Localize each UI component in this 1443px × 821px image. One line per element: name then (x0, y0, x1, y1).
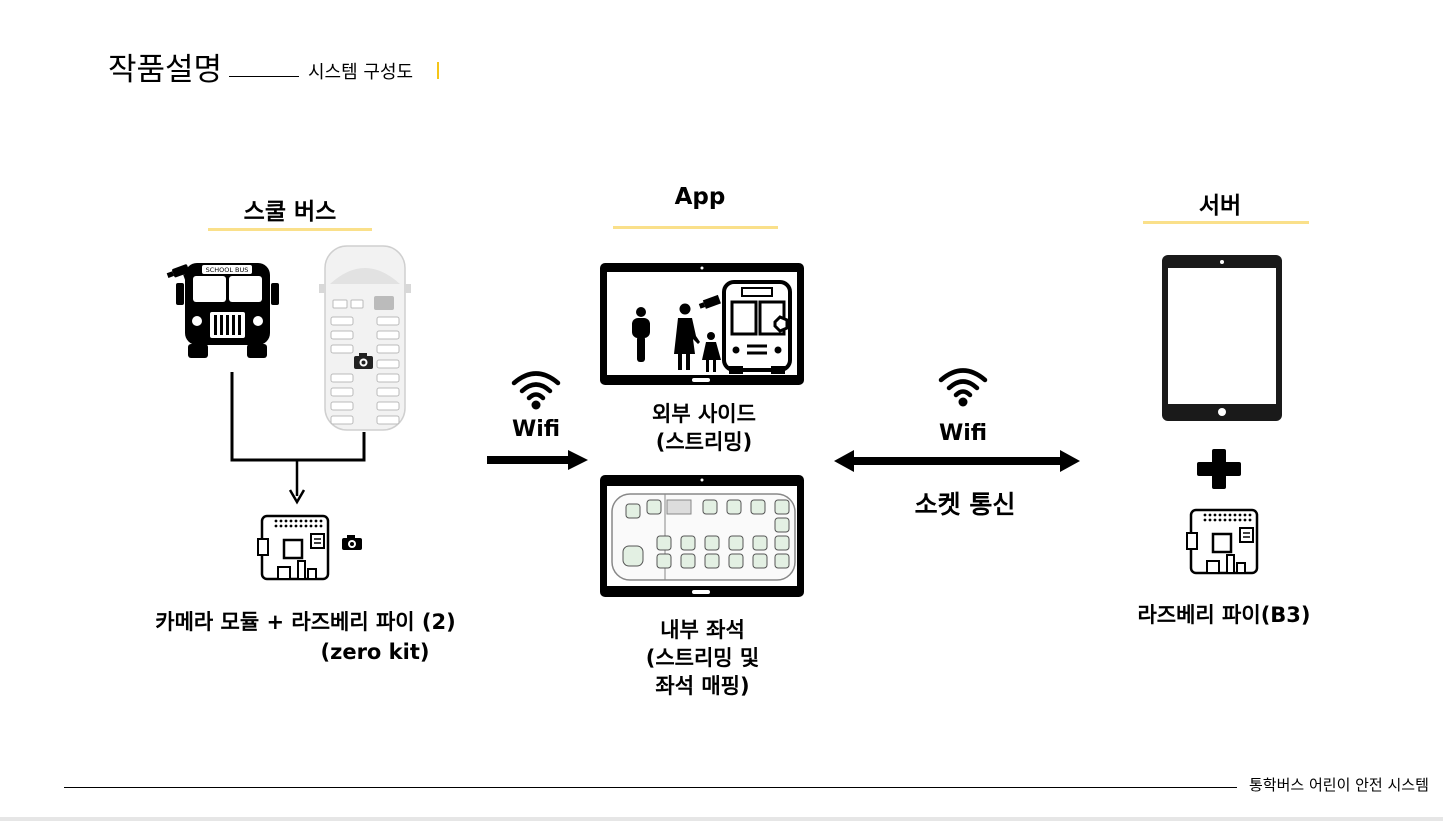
footer-title: 통학버스 어린이 안전 시스템 (1249, 776, 1429, 794)
arrow-right (487, 450, 588, 470)
school-bus-heading: 스쿨 버스 (243, 199, 337, 225)
inside-view-label: 내부 좌석 (스트리밍 및 좌석 매핑) (645, 618, 760, 698)
app-underline (613, 226, 778, 229)
raspberry-pi-zero-icon (257, 514, 330, 581)
tablet-server-icon (1162, 255, 1282, 421)
wifi-right-label: Wifi (938, 421, 988, 446)
arrow-bidirectional (834, 450, 1080, 472)
footer-rule (64, 787, 1237, 788)
title-rule (229, 76, 299, 77)
camera-icon (354, 353, 373, 369)
zero-kit-label: (zero kit) (320, 640, 430, 664)
wifi-icon (938, 368, 988, 407)
school-bus-top-view-icon (319, 245, 411, 431)
school-bus-front-icon: SCHOOL BUS (166, 263, 279, 358)
camera-module-icon (342, 535, 362, 550)
bottom-edge (0, 817, 1443, 821)
bus-sign-text: SCHOOL BUS (206, 266, 249, 274)
school-bus-underline (208, 228, 372, 231)
outside-view-label-wrap: 외부 사이드 (스트리밍) (648, 400, 760, 468)
camera-module-label: 카메라 모듈 + 라즈베리 파이 (2) (155, 610, 456, 634)
outside-view-label-sub: (스트리밍) (655, 430, 753, 454)
raspberry-pi-b3-icon (1186, 508, 1259, 575)
wifi-icon (511, 371, 561, 410)
raspberry-pi-b3-label: 라즈베리 파이(B3) (1137, 603, 1311, 627)
tablet-outside-view (600, 263, 804, 385)
app-heading: App (674, 184, 726, 210)
tablet-inside-view (600, 475, 804, 597)
server-underline (1143, 221, 1309, 224)
outside-view-label: 외부 사이드 (652, 402, 756, 426)
server-heading: 서버 (1198, 193, 1242, 219)
socket-communication-label: 소켓 통신 (914, 490, 1016, 519)
page-subtitle: 시스템 구성도 (308, 62, 414, 83)
wifi-left-label: Wifi (511, 417, 561, 442)
page-title: 작품설명 (108, 52, 223, 88)
subtitle-marker (437, 62, 439, 79)
plus-icon (1197, 449, 1241, 489)
